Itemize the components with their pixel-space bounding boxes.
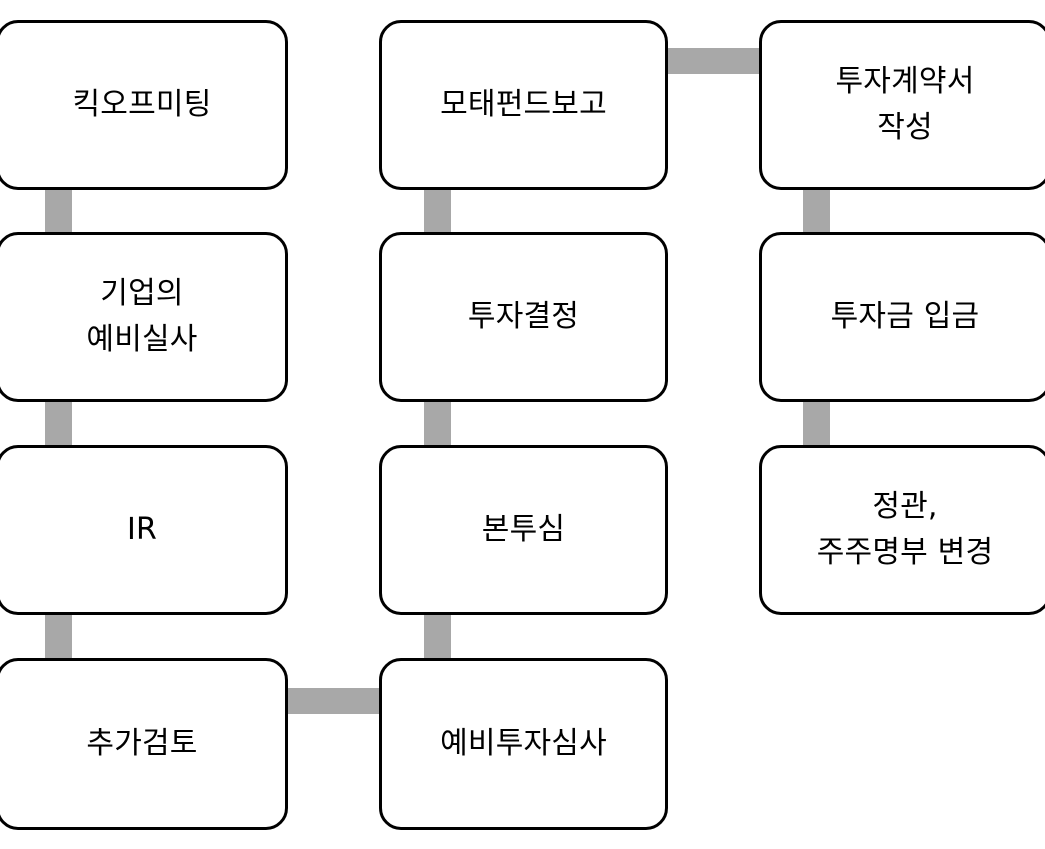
connector-investment-deposit-to-registry-change <box>803 400 830 447</box>
connector-investment-decision-to-mother-fund-report <box>424 188 451 234</box>
connector-main-investment-review-to-investment-decision <box>424 400 451 447</box>
connector-due-diligence-to-ir <box>45 400 72 447</box>
node-additional-review[interactable]: 추가검토 <box>0 658 288 830</box>
connector-preliminary-investment-review-to-main-investment-review <box>424 613 451 660</box>
node-kickoff-meeting[interactable]: 킥오프미팅 <box>0 20 288 190</box>
node-label-kickoff-meeting: 킥오프미팅 <box>72 86 212 122</box>
connector-investment-contract-to-investment-deposit <box>803 188 830 234</box>
node-investment-decision[interactable]: 투자결정 <box>379 232 668 402</box>
node-label-investment-deposit: 투자금 입금 <box>830 298 980 334</box>
connector-additional-review-to-preliminary-investment-review <box>286 688 381 714</box>
node-investment-deposit[interactable]: 투자금 입금 <box>759 232 1045 402</box>
node-label-preliminary-investment-review: 예비투자심사 <box>440 725 607 761</box>
connector-ir-to-additional-review <box>45 613 72 660</box>
node-mother-fund-report[interactable]: 모태펀드보고 <box>379 20 668 190</box>
node-label-ir: IR <box>126 511 158 547</box>
node-main-investment-review[interactable]: 본투심 <box>379 445 668 615</box>
node-investment-contract-drafting[interactable]: 투자계약서 작성 <box>759 20 1045 190</box>
node-articles-shareholder-registry-change[interactable]: 정관, 주주명부 변경 <box>759 445 1045 615</box>
connector-mother-fund-report-to-investment-contract <box>666 48 761 74</box>
node-label-articles-shareholder-registry-change: 정관, 주주명부 변경 <box>816 488 994 571</box>
node-preliminary-due-diligence[interactable]: 기업의 예비실사 <box>0 232 288 402</box>
node-label-investment-contract-drafting: 투자계약서 작성 <box>835 63 975 146</box>
connector-kickoff-to-due-diligence <box>45 188 72 234</box>
node-label-main-investment-review: 본투심 <box>481 511 566 547</box>
node-label-mother-fund-report: 모태펀드보고 <box>440 86 607 122</box>
node-label-preliminary-due-diligence: 기업의 예비실사 <box>86 275 198 358</box>
node-ir[interactable]: IR <box>0 445 288 615</box>
node-label-additional-review: 추가검토 <box>86 725 198 761</box>
node-label-investment-decision: 투자결정 <box>467 298 580 334</box>
node-preliminary-investment-review[interactable]: 예비투자심사 <box>379 658 668 830</box>
